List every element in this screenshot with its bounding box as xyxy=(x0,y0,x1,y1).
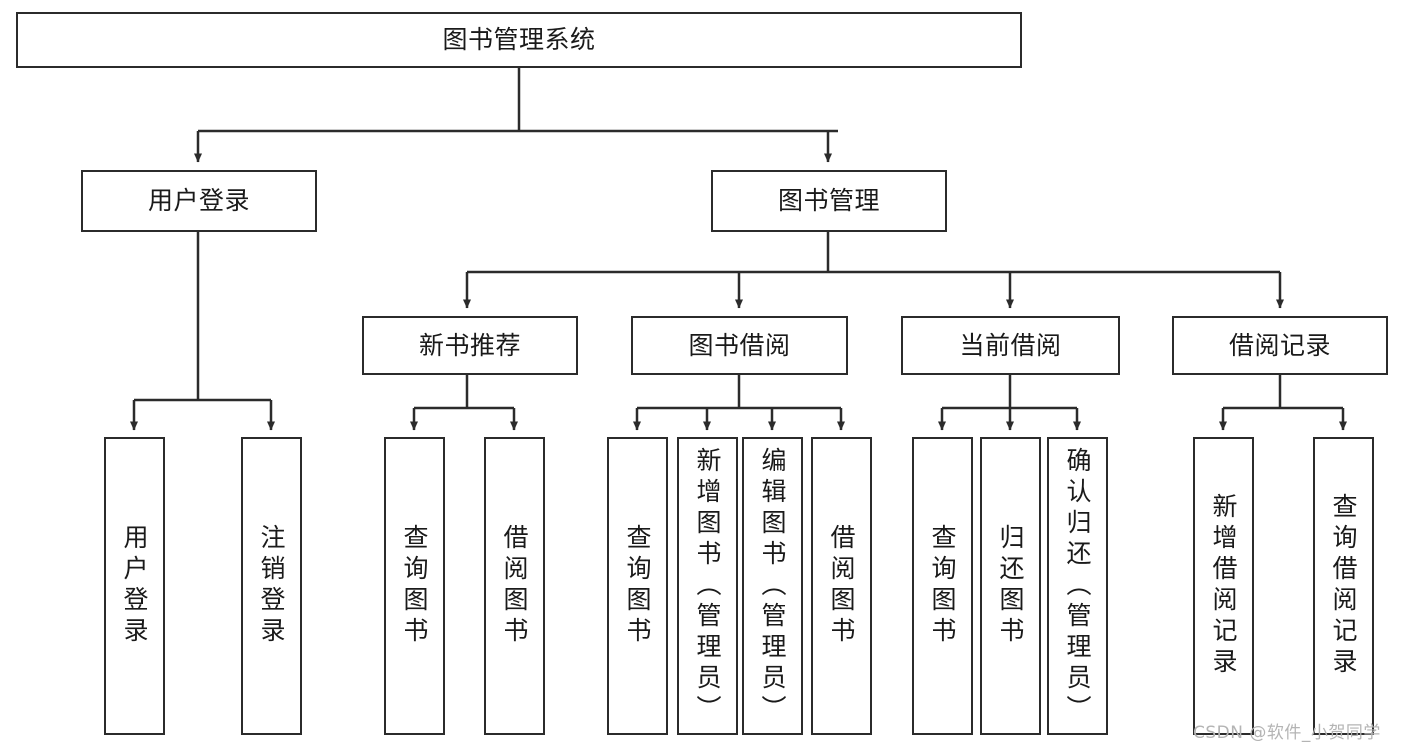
leaf-logout[interactable]: 注销登录 xyxy=(241,437,302,735)
node-label: 图书借阅 xyxy=(688,330,791,360)
node-label: 确认归还（管理员） xyxy=(1063,446,1092,726)
node-borrow-record[interactable]: 借阅记录 xyxy=(1172,316,1388,375)
node-label: 当前借阅 xyxy=(959,330,1062,360)
node-label: 借阅记录 xyxy=(1228,330,1331,360)
node-current-borrow[interactable]: 当前借阅 xyxy=(901,316,1120,375)
leaf-return-book[interactable]: 归还图书 xyxy=(980,437,1041,735)
leaf-edit-book-admin[interactable]: 编辑图书（管理员） xyxy=(742,437,803,735)
node-label: 查询借阅记录 xyxy=(1329,493,1358,679)
node-new-book-recommend[interactable]: 新书推荐 xyxy=(362,316,578,375)
leaf-add-book-admin[interactable]: 新增图书（管理员） xyxy=(677,437,738,735)
node-book-management[interactable]: 图书管理 xyxy=(711,170,947,232)
node-label: 新书推荐 xyxy=(418,330,521,360)
leaf-query-borrow-record[interactable]: 查询借阅记录 xyxy=(1313,437,1374,735)
leaf-query-book-current[interactable]: 查询图书 xyxy=(912,437,973,735)
leaf-add-borrow-record[interactable]: 新增借阅记录 xyxy=(1193,437,1254,735)
leaf-user-login[interactable]: 用户登录 xyxy=(104,437,165,735)
csdn-watermark: CSDN @软件_小贺同学 xyxy=(1193,723,1381,743)
node-root-system[interactable]: 图书管理系统 xyxy=(16,12,1022,68)
leaf-borrow-book-recommend[interactable]: 借阅图书 xyxy=(484,437,545,735)
node-label: 用户登录 xyxy=(147,186,250,216)
node-label: 新增借阅记录 xyxy=(1209,493,1238,679)
node-label: 编辑图书（管理员） xyxy=(758,446,787,726)
leaf-query-book-recommend[interactable]: 查询图书 xyxy=(384,437,445,735)
node-label: 查询图书 xyxy=(928,524,957,648)
node-label: 查询图书 xyxy=(623,524,652,648)
node-book-borrow[interactable]: 图书借阅 xyxy=(631,316,848,375)
node-label: 借阅图书 xyxy=(827,524,856,648)
node-label: 注销登录 xyxy=(257,524,286,648)
node-label: 新增图书（管理员） xyxy=(693,446,722,726)
node-label: 图书管理系统 xyxy=(442,25,596,55)
node-label: 归还图书 xyxy=(996,524,1025,648)
node-label: 查询图书 xyxy=(400,524,429,648)
node-label: 图书管理 xyxy=(777,186,880,216)
node-label: 借阅图书 xyxy=(500,524,529,648)
node-user-login[interactable]: 用户登录 xyxy=(81,170,317,232)
leaf-confirm-return-admin[interactable]: 确认归还（管理员） xyxy=(1047,437,1108,735)
leaf-borrow-book[interactable]: 借阅图书 xyxy=(811,437,872,735)
leaf-query-book-borrow[interactable]: 查询图书 xyxy=(607,437,668,735)
node-label: 用户登录 xyxy=(120,524,149,648)
